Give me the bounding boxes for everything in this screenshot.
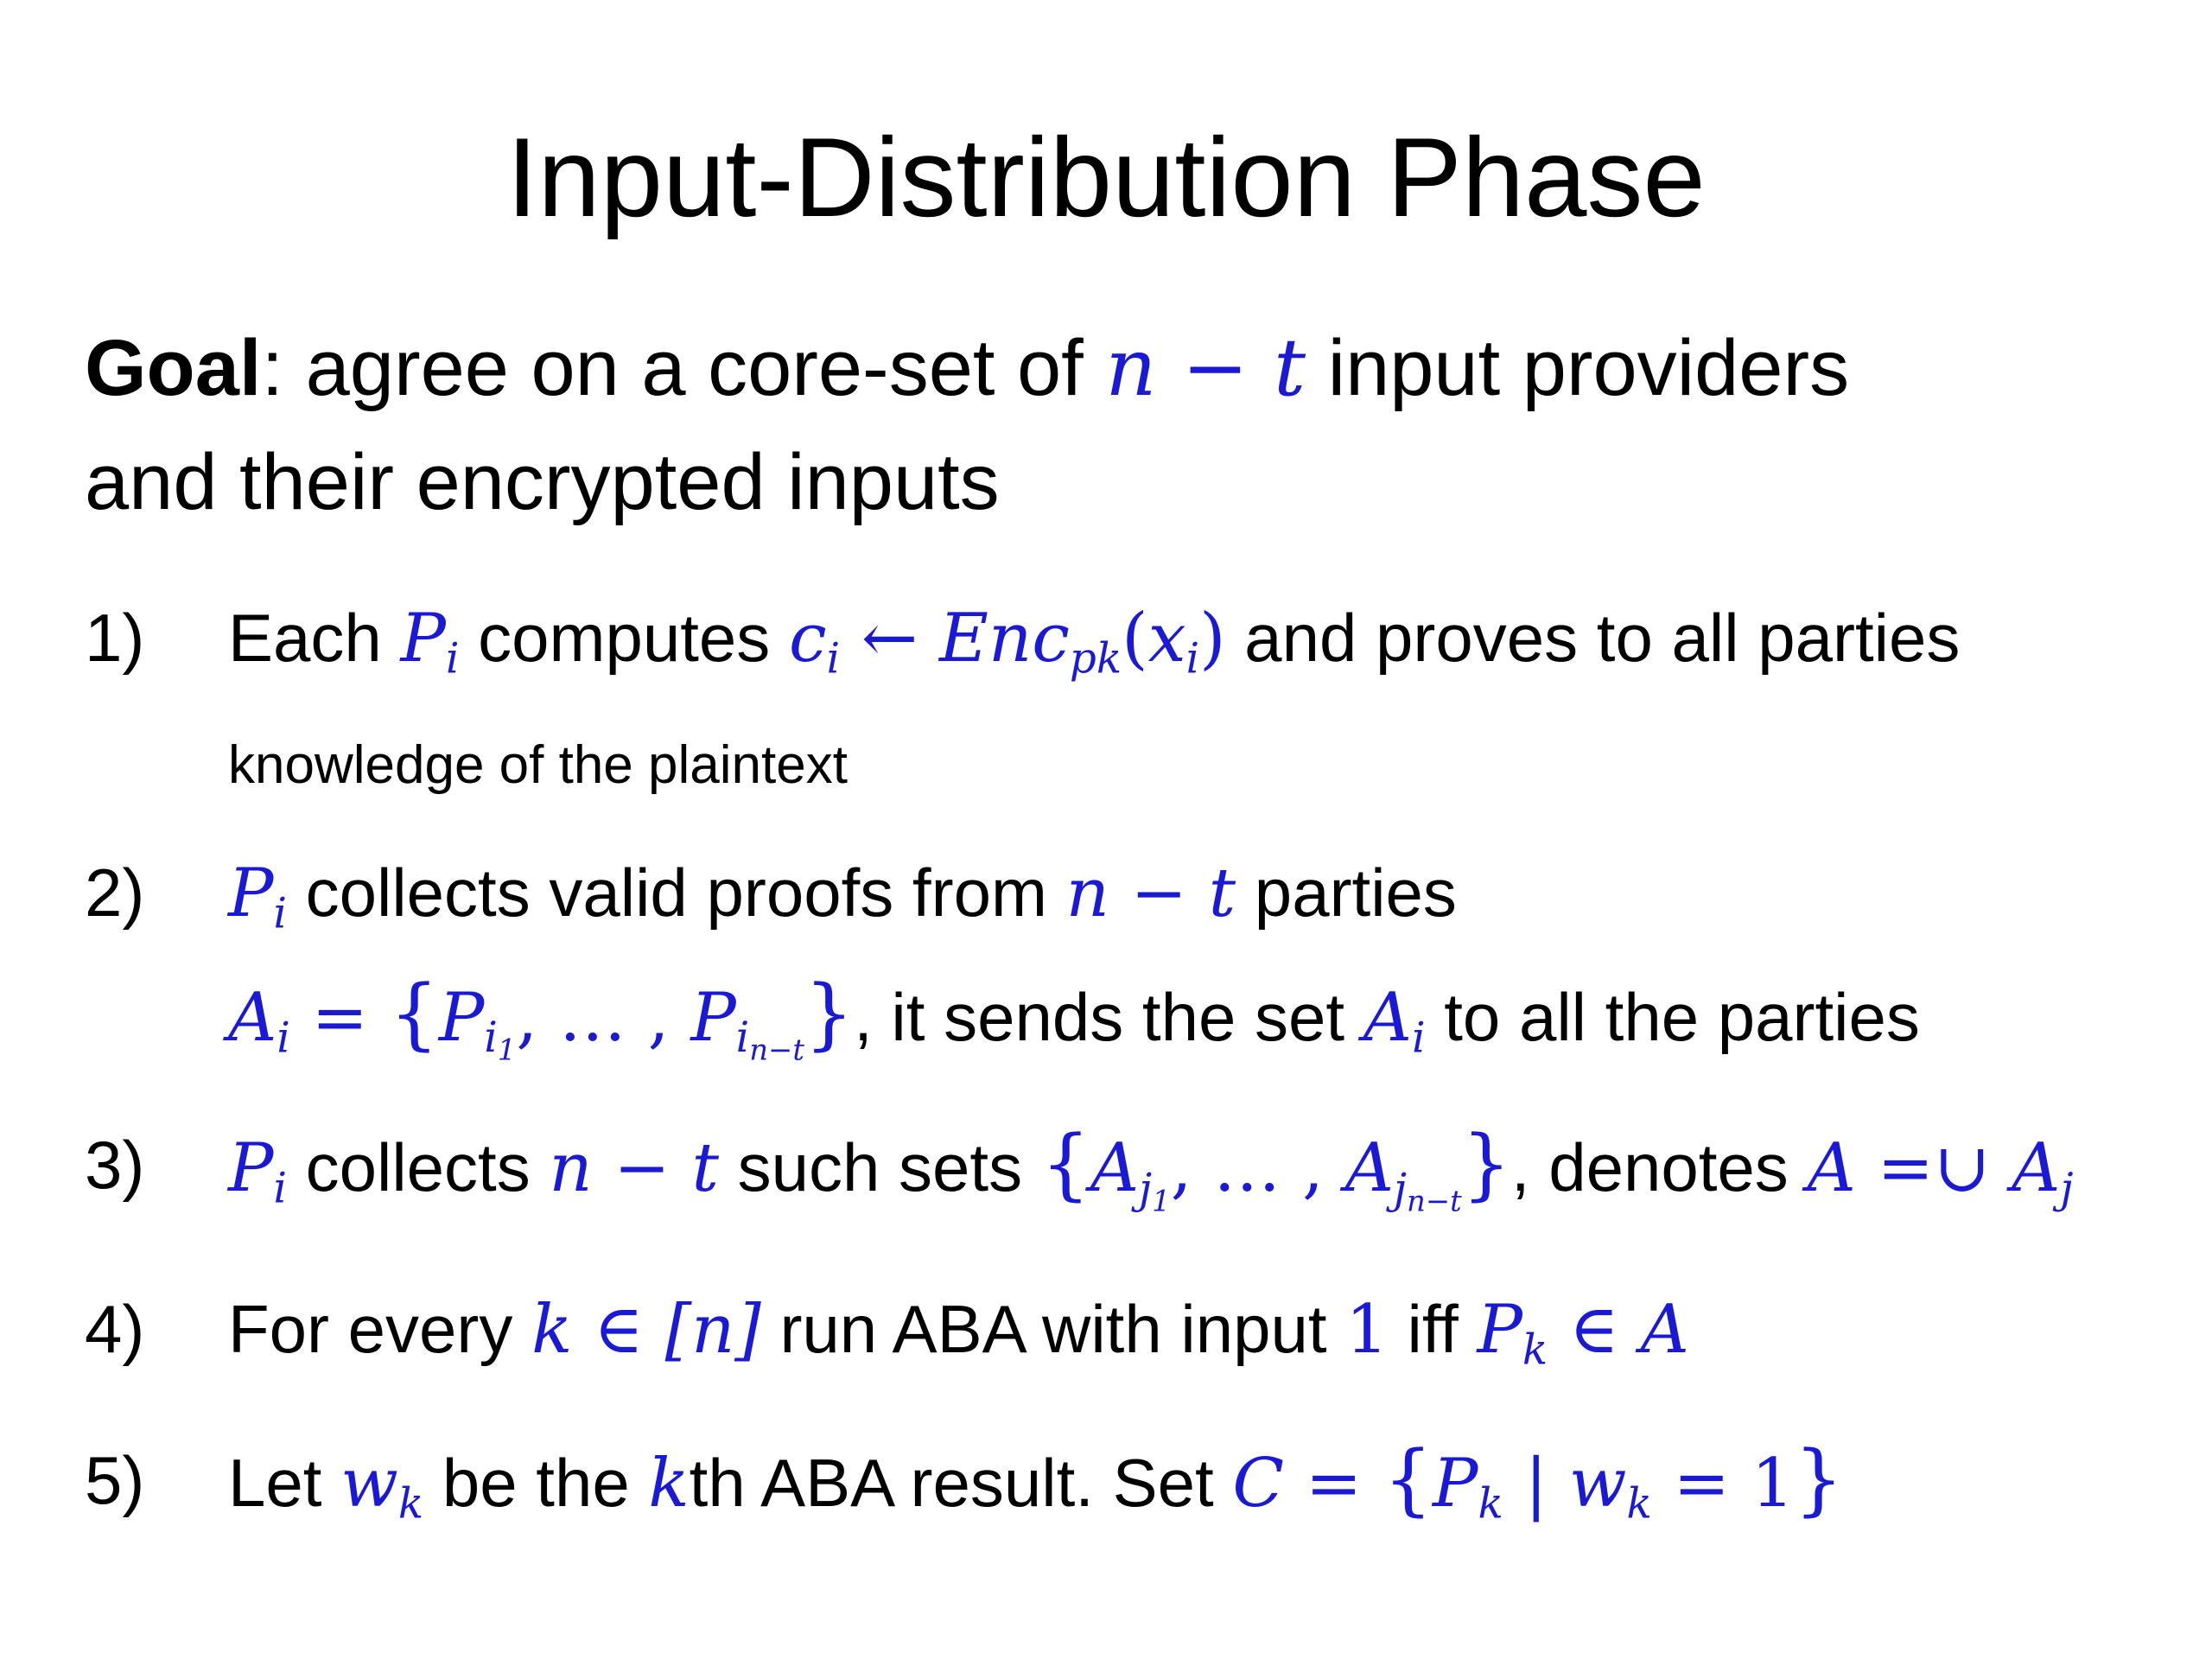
item-number: 4) xyxy=(85,1291,145,1367)
item-number: 1) xyxy=(85,600,145,676)
math-p-k-in-a: Pk ∈ A xyxy=(1477,1291,1689,1375)
math-k-in-n: k ∈ [n] xyxy=(531,1291,761,1369)
item-number: 3) xyxy=(85,1127,145,1203)
math-k: k xyxy=(648,1445,690,1522)
goal-statement: Goal: agree on a core-set of n − t input… xyxy=(85,321,1850,526)
goal-label: Goal xyxy=(85,324,262,412)
math-a-i: Ai xyxy=(1363,978,1426,1063)
item-number: 2) xyxy=(85,855,145,931)
math-union-a: A =∪ Aj xyxy=(1807,1129,2074,1213)
math-n-minus-t: n − t xyxy=(1105,321,1306,414)
math-set-a-i: Ai = {Pi1, … , Pin−t} xyxy=(228,969,855,1067)
math-n-minus-t: n − t xyxy=(549,1129,719,1207)
math-one: 1 xyxy=(1345,1291,1389,1369)
math-n-minus-t: n − t xyxy=(1065,855,1236,932)
math-set-c: C = {Pk | wk = 1} xyxy=(1232,1435,1844,1529)
math-sets-a-j: {Aj1, … , Ajn−t} xyxy=(1040,1120,1511,1217)
slide-title: Input-Distribution Phase xyxy=(506,114,1706,240)
math-w-k: wk xyxy=(340,1445,424,1529)
item-number: 5) xyxy=(85,1442,145,1518)
math-p-i: Pi xyxy=(400,600,460,683)
math-encryption: ci ← Encpk(xi) xyxy=(788,600,1226,683)
math-p-i: Pi xyxy=(228,855,287,938)
math-p-i: Pi xyxy=(228,1129,287,1213)
